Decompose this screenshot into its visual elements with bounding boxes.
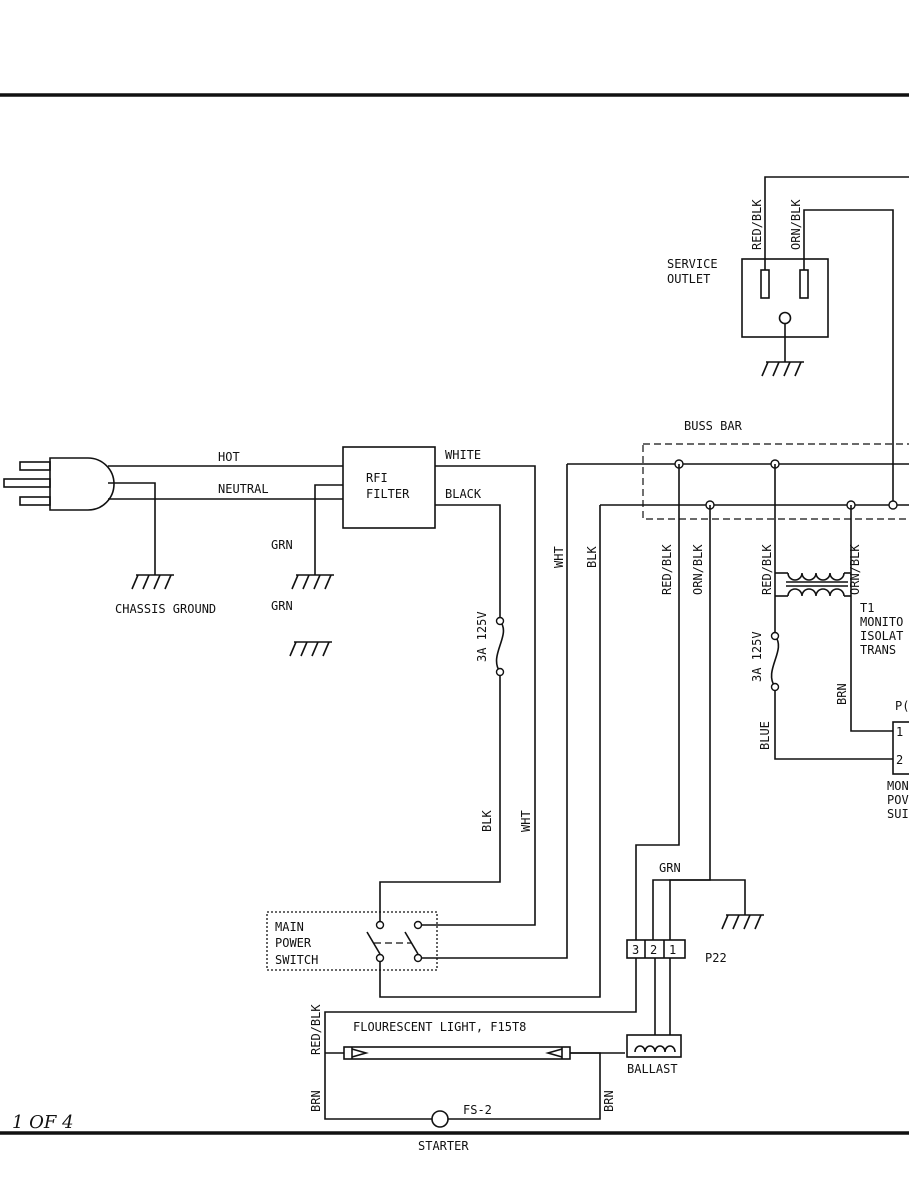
buss-node [888, 500, 898, 510]
filter-ground-symbol [291, 574, 334, 590]
outlet-ground-symbol [761, 361, 804, 377]
ballast-label: BALLAST [627, 1062, 678, 1076]
wht-buss-wire [421, 464, 568, 959]
ballast-coil-icon [634, 1045, 676, 1053]
p22-pin-1: 1 [669, 943, 676, 957]
power-plug-icon [3, 457, 115, 511]
service-outlet-label-1: SERVICE [667, 257, 718, 271]
outlet-orn-blk-label: ORN/BLK [789, 199, 803, 250]
black-label: BLACK [445, 487, 482, 501]
chassis-ground-label: CHASSIS GROUND [115, 602, 216, 616]
outlet-red-blk-wire [764, 176, 909, 270]
wht-label-switch: WHT [519, 810, 533, 832]
p22-connector [626, 939, 686, 959]
fuse-main-icon [495, 620, 505, 673]
outlet-red-blk-label: RED/BLK [750, 199, 764, 250]
pin-1-label: 1 [896, 725, 903, 739]
pin-2-label: 2 [896, 753, 903, 767]
switch-contacts-icon [366, 920, 423, 963]
red-blk-label-t1: RED/BLK [760, 544, 774, 595]
service-outlet-label-2: OUTLET [667, 272, 710, 286]
switch-label-1: MAIN [275, 920, 304, 934]
neutral-label: NEUTRAL [218, 482, 269, 496]
fuse-main-label: 3A 125V [475, 611, 489, 662]
hot-label: HOT [218, 450, 240, 464]
p22-pin-3: 3 [632, 943, 639, 957]
fuse-t1-icon [770, 635, 780, 688]
wht-label-buss: WHT [552, 546, 566, 568]
plug-ground-wire [108, 482, 156, 575]
outlet-orn-blk-wire [803, 209, 894, 505]
brn-label-left: BRN [309, 1090, 323, 1112]
starter-icon [431, 1110, 449, 1128]
t1-label-1: T1 [860, 601, 874, 615]
red-blk-label-light: RED/BLK [309, 1004, 323, 1055]
blk-label-switch: BLK [480, 810, 494, 832]
blk-wire-to-switch [379, 676, 501, 925]
p-conn-label: P( [895, 699, 909, 713]
grn-label-2: GRN [271, 599, 293, 613]
grn-label-1: GRN [271, 538, 293, 552]
t1-label-3: ISOLAT [860, 629, 903, 643]
buss-bar-label: BUSS BAR [684, 419, 743, 433]
chassis-ground-symbol [131, 574, 174, 590]
monitor-ps-label-1: MON [887, 779, 909, 793]
light-brn-right [455, 1052, 601, 1120]
p22-red-blk-to-light [324, 958, 637, 1053]
grn-label-p22: GRN [659, 861, 681, 875]
page-marker: 1 OF 4 [12, 1112, 74, 1133]
rfi-filter-box [342, 446, 436, 529]
white-label: WHITE [445, 448, 481, 462]
t1-label-4: TRANS [860, 643, 896, 657]
blue-wire [774, 691, 893, 760]
switch-label-2: POWER [275, 936, 312, 950]
p22-ground-symbol [721, 914, 764, 930]
rfi-filter-label-2: FILTER [366, 487, 410, 501]
brn-label-right: BRN [602, 1090, 616, 1112]
blk-buss-wire [379, 505, 601, 998]
fluorescent-label: FLOURESCENT LIGHT, F15T8 [353, 1020, 526, 1034]
p22-pin-2: 2 [650, 943, 657, 957]
brn-wire [850, 596, 893, 732]
service-outlet: SERVICE OUTLET [667, 257, 829, 362]
p22-label: P22 [705, 951, 727, 965]
monitor-ps-label-2: POV [887, 793, 909, 807]
monitor-ps-label-3: SUI [887, 807, 909, 821]
fs2-label: FS-2 [463, 1103, 492, 1117]
blue-label: BLUE [758, 721, 772, 750]
monitor-ps-connector [892, 721, 909, 775]
starter-label: STARTER [418, 1139, 469, 1153]
black-wire [435, 504, 501, 621]
ground-symbol-unconnected [289, 641, 332, 657]
light-brn-left [324, 1053, 455, 1120]
transformer-t1-icon [775, 572, 851, 597]
brn-label-t1: BRN [835, 683, 849, 705]
switch-label-3: SWITCH [275, 953, 318, 967]
blk-label-buss: BLK [585, 546, 599, 568]
ballast-box [626, 1034, 682, 1058]
filter-ground-wire [314, 484, 343, 575]
buss-bar-box [642, 443, 909, 520]
t1-label-2: MONITO [860, 615, 903, 629]
orn-blk-label-p22: ORN/BLK [691, 544, 705, 595]
rfi-filter-label-1: RFI [366, 471, 388, 485]
red-blk-label-p22: RED/BLK [660, 544, 674, 595]
main-power-switch-box [266, 911, 438, 971]
fuse-t1-label: 3A 125V [750, 631, 764, 682]
white-wire [421, 465, 536, 926]
orn-blk-label-t1: ORN/BLK [848, 544, 862, 595]
red-blk-p22-wire [635, 464, 680, 940]
p22-grn-wire [652, 879, 746, 940]
